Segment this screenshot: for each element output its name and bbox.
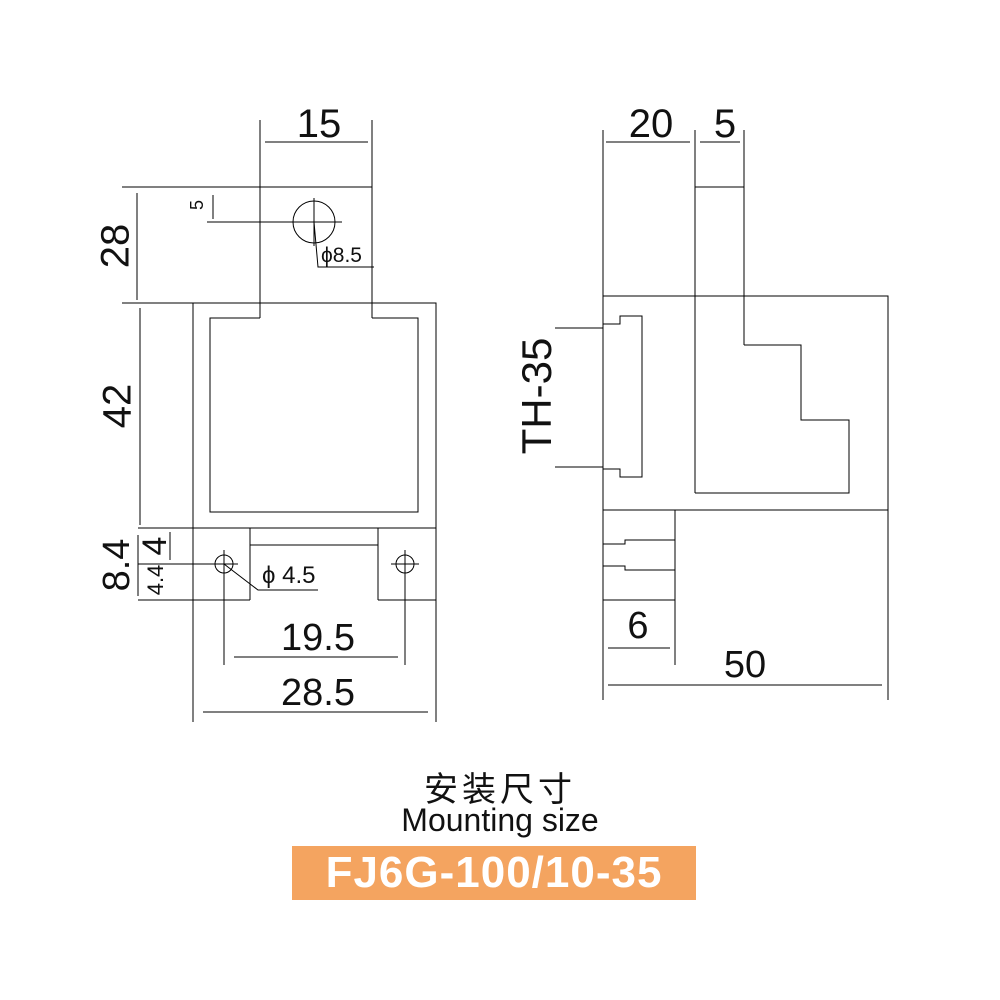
dim-19-5: 19.5: [281, 617, 355, 659]
dim-4: 4: [136, 537, 174, 556]
dim-28: 28: [94, 224, 138, 269]
side-housing: [603, 295, 889, 700]
dim-5-small: 5: [187, 200, 207, 210]
dim-8-4: 8.4: [96, 539, 138, 592]
dim-5-side: 5: [714, 102, 736, 146]
dim-6: 6: [627, 605, 648, 647]
leader-small-hole: [223, 563, 318, 591]
din-rail-clip: [603, 315, 643, 478]
side-screw: [603, 539, 676, 571]
front-inner-frame: [209, 317, 419, 513]
dim-15: 15: [297, 102, 342, 146]
caption-chinese: 安装尺寸: [424, 770, 576, 810]
front-body-outline: [192, 302, 437, 529]
dim-big-hole: ϕ8.5: [321, 244, 362, 267]
dim-4-4: 4.4: [143, 565, 168, 596]
caption-english: Mounting size: [401, 802, 599, 838]
dim-20: 20: [629, 102, 674, 146]
front-view: 15 28 5 ϕ8.5 42 8.4 4 4.4 ϕ 4.5 19.5 28.…: [94, 102, 437, 722]
dim-28-5: 28.5: [281, 672, 355, 714]
side-stepped-profile: [695, 344, 850, 494]
dim-50: 50: [724, 644, 766, 686]
dim-th-35: TH-35: [513, 338, 560, 455]
side-view: 20 5 TH-35 6 50: [513, 102, 889, 700]
leader-big-hole: [313, 221, 374, 268]
dim-small-hole: ϕ 4.5: [262, 562, 315, 589]
model-banner: FJ6G-100/10-35: [292, 846, 696, 900]
dim-42: 42: [96, 384, 140, 429]
